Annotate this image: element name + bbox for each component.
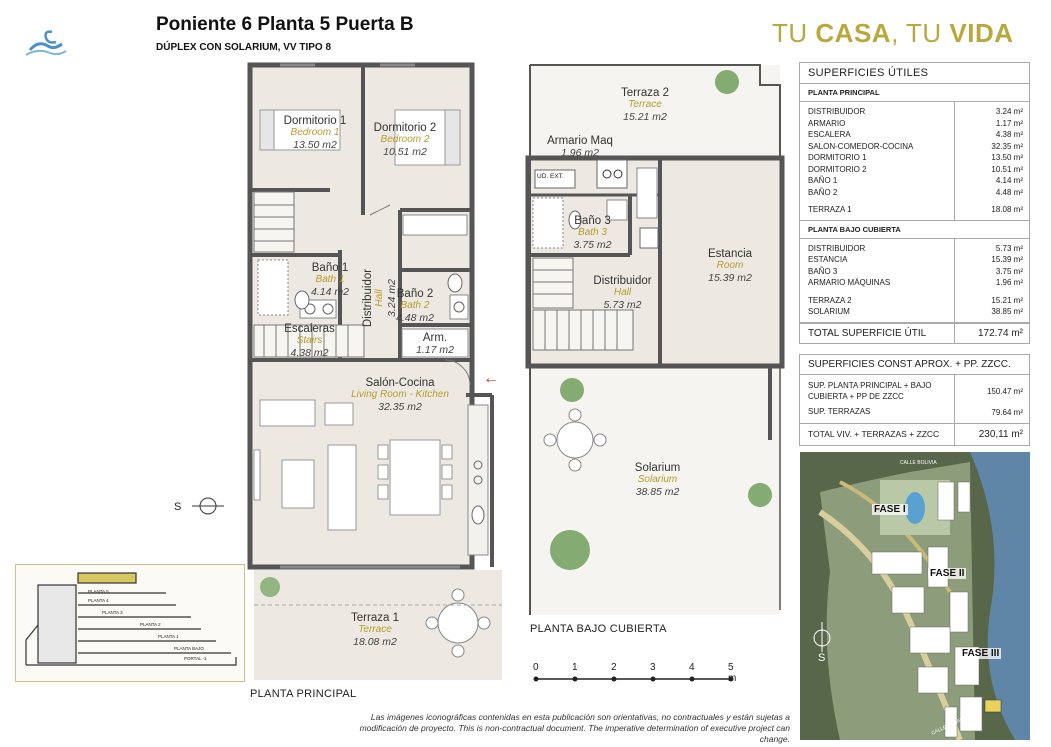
- table-title: SUPERFICIES ÚTILES: [799, 62, 1030, 84]
- table-row-value: 38.85 m²: [991, 307, 1023, 316]
- table-row-value: 15.21 m²: [991, 295, 1023, 305]
- section-label-planta-3: PLANTA 3: [102, 610, 123, 615]
- compass-icon: S: [172, 495, 227, 520]
- total-construida-label: TOTAL VIV. + TERRAZAS + ZZCC: [800, 424, 955, 445]
- street-label-bolivia: CALLE BOLIVIA: [900, 460, 937, 466]
- table-row-label: BAÑO 3: [808, 266, 838, 276]
- svg-text:S: S: [174, 501, 181, 513]
- section-label-planta-5: PLANTA 5: [88, 589, 109, 594]
- table-row-value: 10.51 m²: [991, 164, 1023, 174]
- page-title: Poniente 6 Planta 5 Puerta B: [156, 14, 414, 35]
- label-ud-ext: UD. EXT.: [537, 173, 564, 180]
- floor-plan-bajo-cubierta: [525, 64, 785, 615]
- table-row-value: 3.24 m²: [995, 107, 1023, 116]
- table-row-value: 1.17 m²: [995, 118, 1023, 128]
- scale-bar: 0 1 2 3 4 5 m: [533, 662, 743, 688]
- total-superficie-value: 172.74 m²: [977, 327, 1023, 339]
- label-planta-principal: PLANTA PRINCIPAL: [250, 688, 357, 700]
- table-row-value: 13.50 m²: [991, 153, 1023, 162]
- table-row-label: DORMITORIO 1: [808, 153, 867, 162]
- label-planta-bajo-cubierta: PLANTA BAJO CUBIERTA: [530, 623, 667, 635]
- section-label-portal: PORTAL -1: [184, 656, 207, 661]
- table-row-value: 32.35 m²: [991, 141, 1023, 151]
- table-title: SUPERFICIES CONST APROX. + PP. ZZCC.: [799, 354, 1030, 375]
- floor-plan-principal: [247, 62, 502, 680]
- table-row-value: 4.38 m²: [995, 130, 1023, 139]
- total-construida-value: 230,11 m²: [978, 429, 1023, 440]
- table-row-value: 4.14 m²: [995, 176, 1023, 185]
- total-superficie-label: TOTAL SUPERFICIE ÚTIL: [800, 323, 955, 343]
- table-row-label: ESCALERA: [808, 130, 851, 139]
- phase-label-2: FASE II: [928, 568, 967, 579]
- site-map: FASE I FASE II FASE III CALLE BOLIVIA CA…: [800, 452, 1030, 740]
- table-row-label: SOLARIUM: [808, 307, 850, 316]
- section-label-planta-4: PLANTA 4: [88, 598, 109, 603]
- table-row-label: SUP. TERRAZAS: [808, 407, 871, 416]
- table-row-label: DORMITORIO 2: [808, 164, 867, 174]
- table-row-value: 1.96 m²: [995, 278, 1023, 287]
- table-row-label: BAÑO 1: [808, 176, 838, 185]
- brand-logo: [22, 26, 68, 60]
- page-subtitle: DÚPLEX CON SOLARIUM, VV TIPO 8: [156, 42, 332, 53]
- table-row-label: DISTRIBUIDOR: [808, 107, 866, 116]
- table-row-value: 79.64 m²: [991, 408, 1023, 417]
- table-row-label: ARMARIO MÁQUINAS: [808, 278, 891, 287]
- site-compass-label: S: [818, 652, 826, 664]
- table-row-label: SALON-COMEDOR-COCINA: [808, 141, 914, 151]
- table-row-label: SUP. PLANTA PRINCIPAL + BAJO CUBIERTA + …: [808, 381, 932, 401]
- table-row-value: 15.39 m²: [991, 255, 1023, 264]
- table-row-value: 150.47 m²: [986, 387, 1023, 396]
- superficies-construidas-table: SUPERFICIES CONST APROX. + PP. ZZCC. SUP…: [799, 354, 1030, 446]
- section-label-planta-bajo: PLANTA BAJO: [174, 646, 204, 651]
- table-row-value: 5.73 m²: [995, 243, 1023, 253]
- building-section-diagram: PLANTA 5 PLANTA 4 PLANTA 3 PLANTA 2 PLAN…: [15, 564, 245, 682]
- disclaimer: Las imágenes iconográficas contenidas en…: [359, 712, 790, 744]
- phase-label-3: FASE III: [960, 648, 1002, 659]
- room-armario: Arm.1.17 m2: [416, 332, 454, 356]
- slogan: TU CASA, TU VIDA: [772, 18, 1014, 48]
- table-row-value: 4.48 m²: [995, 187, 1023, 197]
- table-section-title: PLANTA BAJO CUBIERTA: [799, 220, 1030, 239]
- entrance-arrow-icon: ←: [483, 370, 499, 387]
- phase-label-1: FASE I: [872, 504, 908, 515]
- superficies-utiles-table: SUPERFICIES ÚTILES PLANTA PRINCIPAL DIST…: [799, 62, 1030, 344]
- table-row-value: 18.08 m²: [991, 205, 1023, 214]
- table-row-label: TERRAZA 1: [808, 205, 852, 214]
- table-row-value: 3.75 m²: [995, 266, 1023, 276]
- table-section-title: PLANTA PRINCIPAL: [799, 84, 1030, 102]
- section-label-planta-2: PLANTA 2: [140, 622, 161, 627]
- section-label-planta-1: PLANTA 1: [158, 634, 179, 639]
- table-row-label: ARMARIO: [808, 118, 846, 128]
- table-row-label: TERRAZA 2: [808, 295, 852, 305]
- table-row-label: ESTANCIA: [808, 255, 848, 264]
- table-row-label: BAÑO 2: [808, 187, 838, 197]
- table-row-label: DISTRIBUIDOR: [808, 243, 866, 253]
